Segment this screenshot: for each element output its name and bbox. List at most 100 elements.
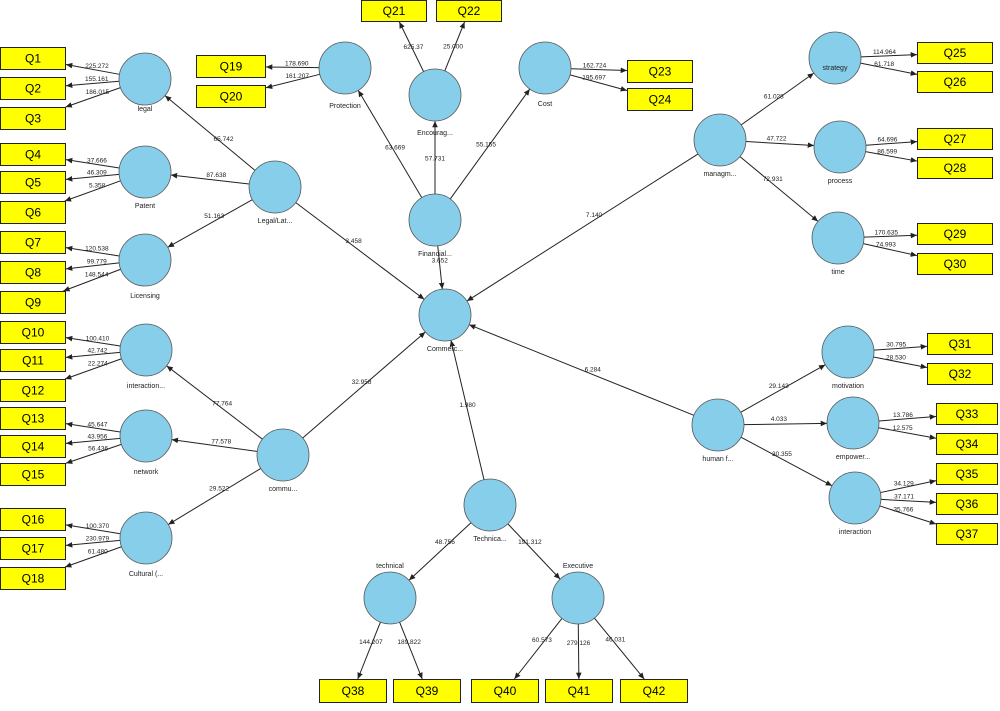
indicator-label-Q7: Q7 (25, 236, 41, 250)
latent-label-encouragement: Encourag... (417, 130, 453, 137)
path-management-to-strategy (740, 72, 815, 126)
indicator-label-Q21: Q21 (383, 4, 406, 18)
loading-arrow-Q27 (865, 139, 918, 146)
indicator-Q15 (0, 463, 66, 486)
loading-value-Q17: 230.979 (86, 536, 110, 543)
latent-network (119, 409, 173, 463)
loading-value-Q16: 100.370 (86, 523, 110, 530)
latent-cultural (119, 511, 173, 565)
latent-label-empowerment: empower... (836, 454, 870, 461)
latent-label-interaction_h: interaction (839, 529, 871, 536)
path-coefficient-human-to-empowerment: 4.033 (771, 416, 788, 423)
indicator-Q25 (917, 42, 993, 64)
loading-arrow-Q3 (65, 87, 121, 108)
loading-value-Q13: 45.647 (88, 421, 108, 428)
loading-value-Q9: 148.544 (85, 271, 109, 278)
indicator-Q17 (0, 537, 66, 560)
loading-arrow-Q26 (860, 62, 918, 76)
path-communication-to-network (171, 437, 258, 452)
loading-arrow-Q41 (576, 623, 582, 680)
loading-value-Q21: 625.37 (403, 44, 423, 51)
loading-value-Q31: 30.795 (886, 342, 906, 349)
indicator-label-Q12: Q12 (22, 384, 45, 398)
indicator-Q19 (196, 55, 266, 78)
indicator-label-Q32: Q32 (949, 367, 972, 381)
indicator-Q24 (627, 88, 693, 111)
indicator-Q32 (927, 363, 993, 385)
indicator-Q21 (361, 0, 427, 22)
loading-arrow-Q37 (879, 505, 937, 525)
indicator-label-Q15: Q15 (22, 468, 45, 482)
latent-human (691, 398, 745, 452)
latent-motivation (821, 325, 875, 379)
loading-arrow-Q25 (860, 52, 918, 58)
latent-commercialization (418, 288, 472, 342)
loading-arrow-Q13 (65, 421, 121, 433)
loading-arrow-Q22 (444, 21, 466, 72)
loading-value-Q35: 34.129 (894, 481, 914, 488)
indicator-Q7 (0, 231, 66, 254)
path-technical-to-executive (507, 523, 561, 580)
path-legal_main-to-licensing (167, 199, 253, 248)
indicator-label-Q41: Q41 (568, 684, 591, 698)
loading-value-Q37: 35.766 (893, 507, 913, 514)
latent-label-legal_main: Legal/Lat... (258, 218, 293, 225)
indicator-label-Q22: Q22 (458, 4, 481, 18)
indicator-label-Q25: Q25 (944, 46, 967, 60)
indicator-label-Q3: Q3 (25, 112, 41, 126)
path-communication-to-interaction_c (166, 365, 263, 440)
path-coefficient-financial-to-encouragement: 57.731 (425, 155, 445, 162)
indicator-Q37 (936, 523, 998, 545)
indicator-label-Q23: Q23 (649, 65, 672, 79)
indicator-label-Q4: Q4 (25, 148, 41, 162)
loading-value-Q10: 100.410 (86, 335, 110, 342)
indicator-Q6 (0, 201, 66, 224)
path-management-to-process (745, 141, 815, 148)
loading-value-Q11: 42.742 (87, 348, 107, 355)
latent-strategy (808, 31, 862, 85)
indicator-label-Q39: Q39 (416, 684, 439, 698)
latent-label-legal: legal (138, 106, 153, 113)
loading-value-Q23: 162.724 (583, 63, 607, 70)
path-coefficient-legal_main-to-commercialization: 3.458 (345, 238, 362, 245)
latent-licensing (118, 233, 172, 287)
indicator-Q4 (0, 143, 66, 166)
path-communication-to-cultural (167, 468, 262, 525)
path-financial-to-cost (449, 88, 531, 200)
latent-label-interaction_c: interaction... (127, 383, 165, 390)
loading-arrow-Q34 (878, 427, 937, 440)
loading-arrow-Q28 (865, 151, 918, 163)
loading-arrow-Q9 (63, 268, 121, 292)
path-coefficient-management-to-process: 47.722 (767, 135, 787, 142)
path-technical-to-technical_sub (408, 522, 472, 581)
path-coefficient-communication-to-interaction_c: 77.764 (212, 400, 232, 407)
loading-arrow-Q36 (880, 498, 937, 505)
indicator-label-Q5: Q5 (25, 176, 41, 190)
path-coefficient-management-to-strategy: 61.028 (764, 94, 784, 101)
indicator-Q38 (319, 679, 387, 703)
path-coefficient-human-to-interaction_h: 30.355 (772, 451, 792, 458)
loading-arrow-Q31 (873, 344, 928, 351)
loading-value-Q1: 225.272 (85, 63, 109, 70)
loading-value-Q4: 37.666 (87, 157, 107, 164)
indicator-Q14 (0, 435, 66, 458)
path-technical-to-commercialization (449, 340, 485, 480)
latent-time (811, 211, 865, 265)
path-coefficient-technical-to-technical_sub: 48.756 (435, 539, 455, 546)
latent-empowerment (826, 396, 880, 450)
loading-value-Q41: 279.126 (567, 640, 591, 647)
latent-cost (518, 41, 572, 95)
loading-value-Q39: 189.822 (397, 639, 421, 646)
latent-label-protection: Protection (329, 103, 361, 110)
path-communication-to-commercialization (302, 331, 426, 439)
loading-arrow-Q42 (594, 617, 645, 680)
path-legal_main-to-patent (170, 172, 250, 185)
latent-interaction_h (828, 471, 882, 525)
loading-arrow-Q4 (65, 157, 120, 169)
path-coefficient-communication-to-commercialization: 32.958 (352, 379, 372, 386)
indicator-Q1 (0, 47, 66, 70)
loading-arrow-Q8 (65, 262, 120, 271)
path-financial-to-protection (357, 90, 423, 198)
loading-value-Q29: 170.635 (875, 229, 899, 236)
loading-arrow-Q23 (570, 67, 628, 74)
